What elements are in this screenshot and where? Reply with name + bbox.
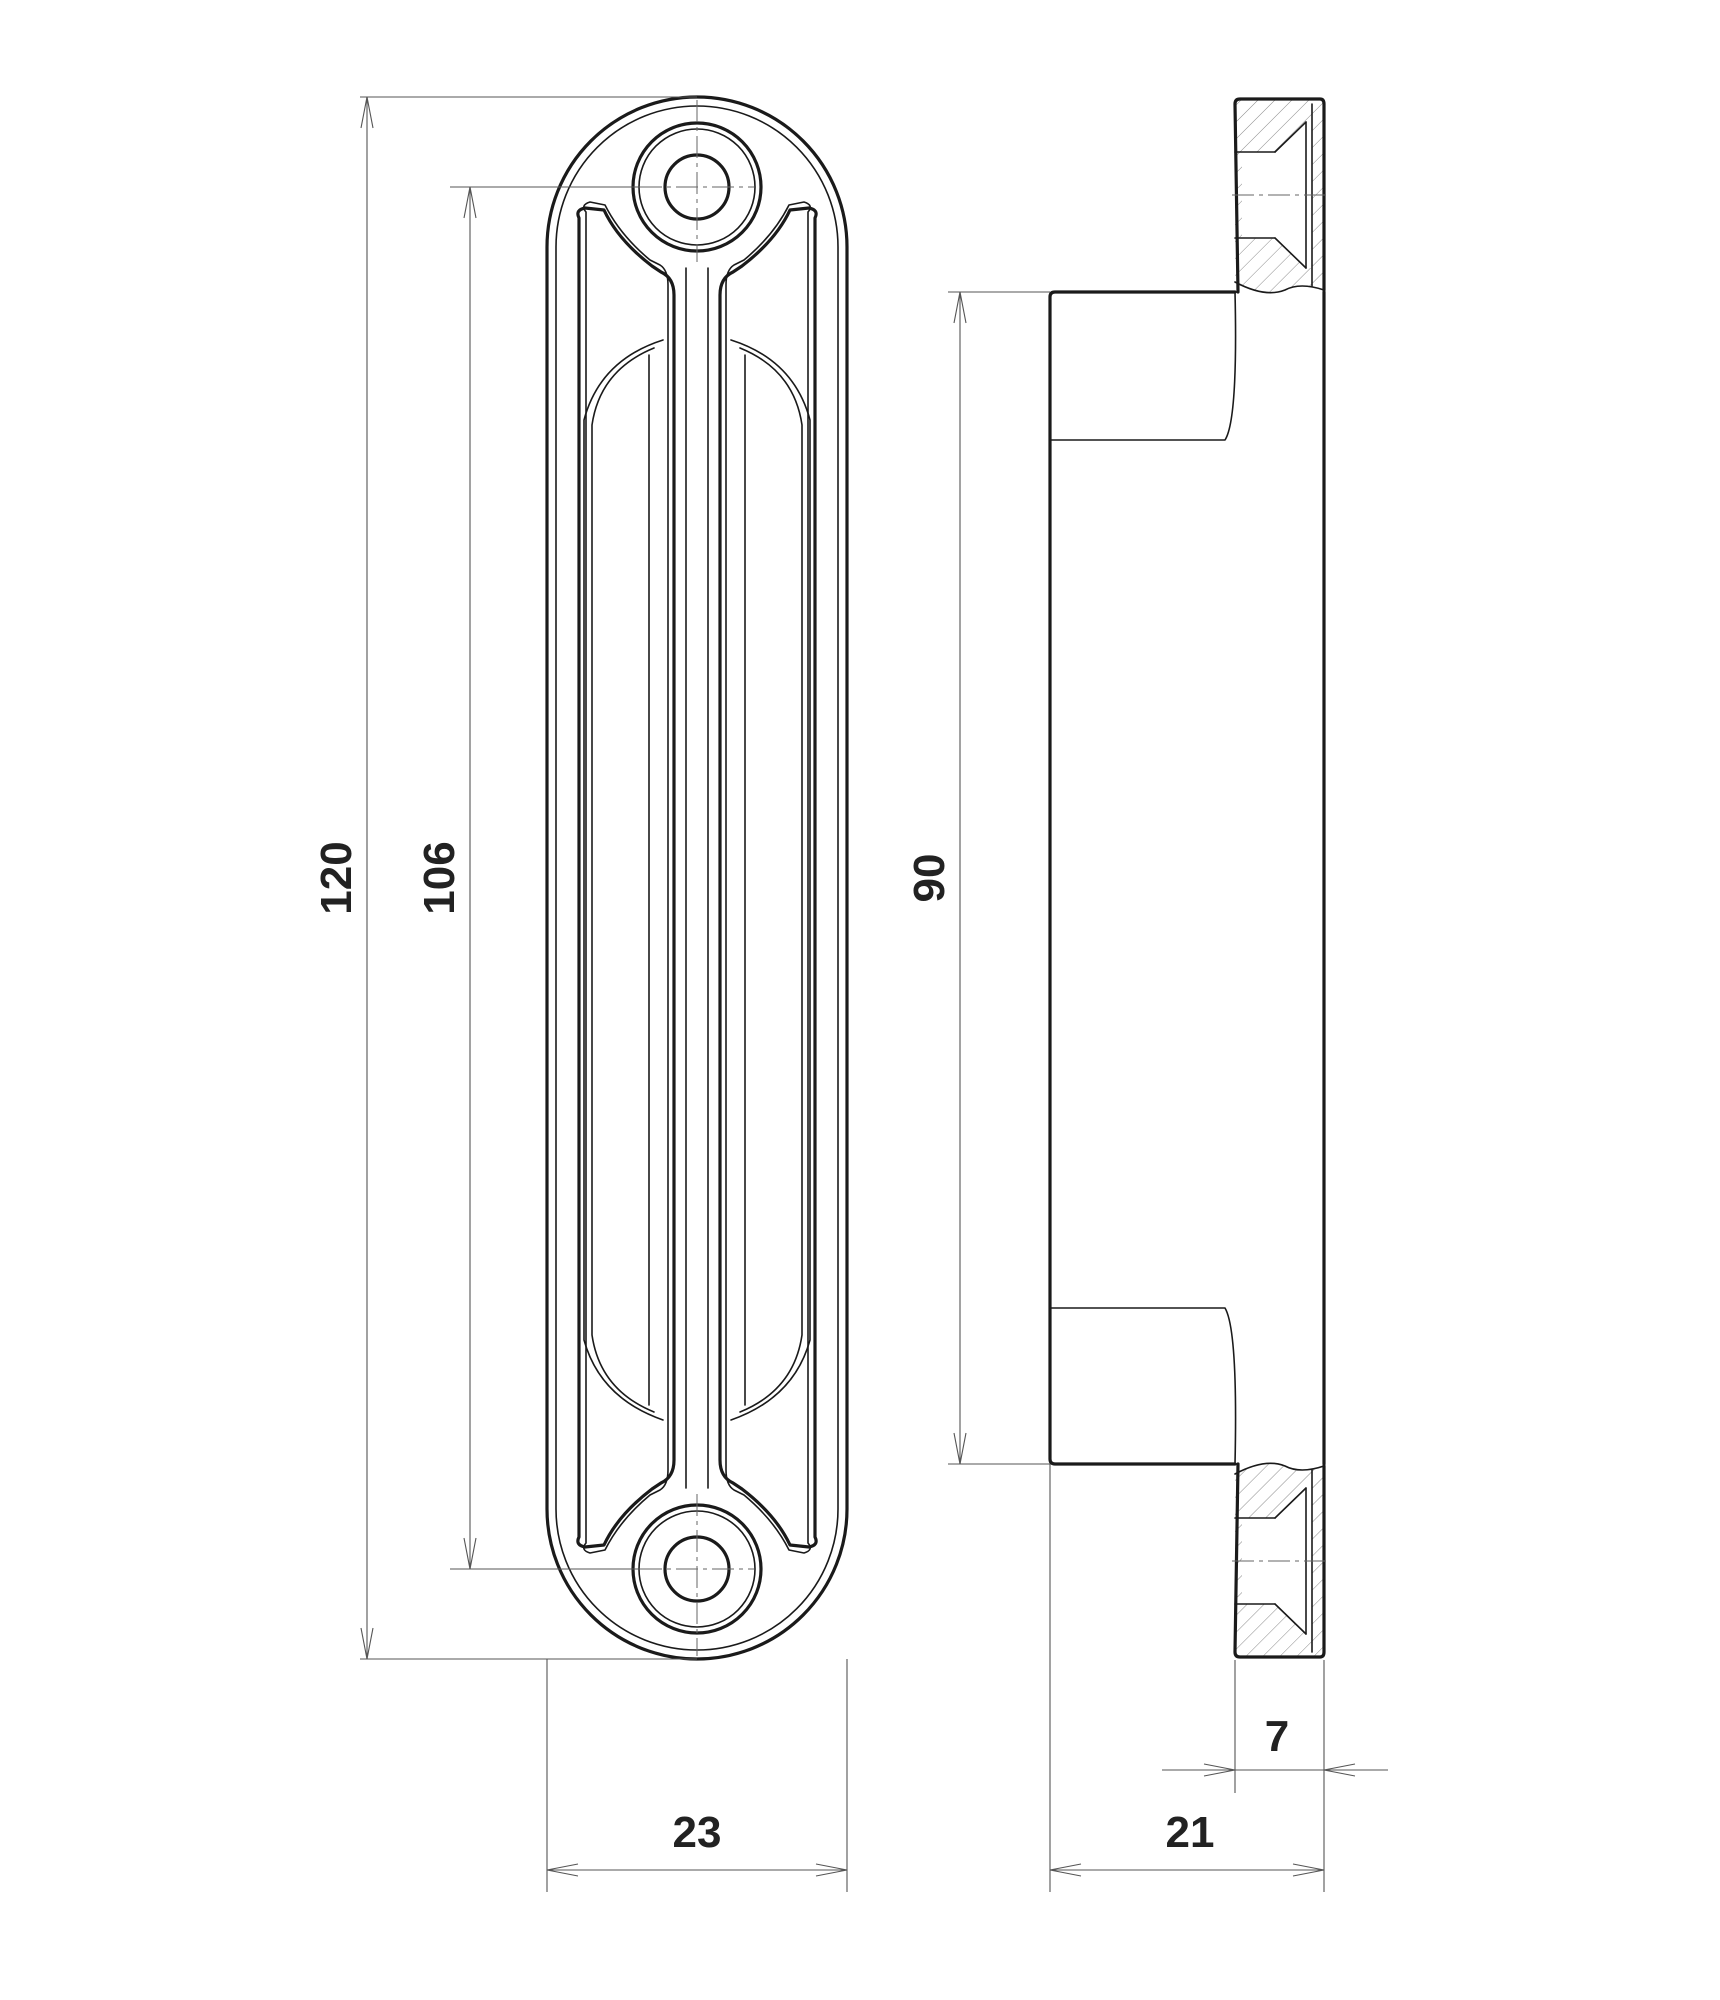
front-view bbox=[545, 95, 849, 1661]
right-pocket bbox=[718, 201, 818, 1554]
dim-overall-height: 120 bbox=[312, 96, 697, 1660]
dim-side-depth: 21 bbox=[1049, 1464, 1325, 1892]
top-flange-section bbox=[1232, 97, 1330, 294]
dim-body-height-label: 90 bbox=[905, 854, 954, 903]
dim-hole-spacing: 106 bbox=[415, 186, 640, 1570]
dim-hole-spacing-label: 106 bbox=[415, 841, 464, 914]
left-pocket bbox=[576, 201, 676, 1554]
dim-overall-height-label: 120 bbox=[312, 841, 361, 914]
side-body-outline bbox=[1048, 290, 1237, 1466]
dim-side-depth-label: 21 bbox=[1166, 1808, 1215, 1857]
dim-flange-thickness: 7 bbox=[1162, 1660, 1388, 1793]
side-view bbox=[1048, 97, 1330, 1659]
dim-front-width-label: 23 bbox=[673, 1808, 722, 1857]
front-inner-outline bbox=[555, 105, 839, 1651]
dim-front-width: 23 bbox=[546, 1659, 848, 1892]
dim-body-height: 90 bbox=[905, 291, 1050, 1465]
dim-flange-thickness-label: 7 bbox=[1265, 1712, 1289, 1761]
bottom-flange-section bbox=[1232, 1462, 1330, 1659]
